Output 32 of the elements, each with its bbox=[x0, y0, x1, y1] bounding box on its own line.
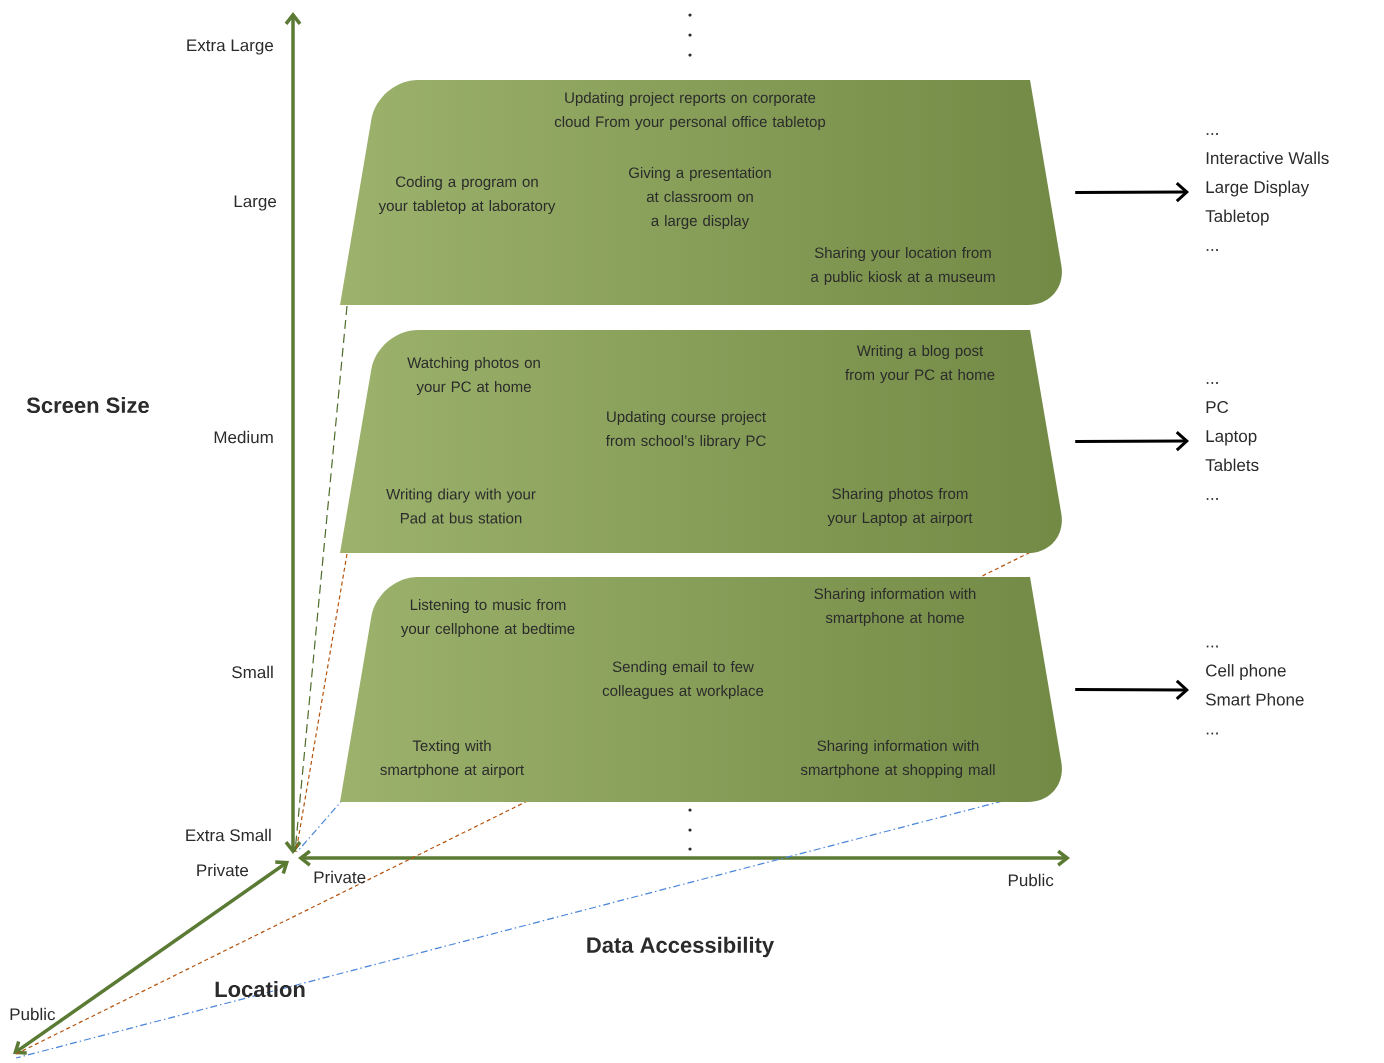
scenario-text: Updating course project from school’s library PC bbox=[605, 411, 766, 449]
arrow bbox=[1075, 431, 1190, 452]
axis-label: Medium bbox=[214, 430, 273, 444]
axis-label: Public bbox=[1008, 873, 1054, 887]
scenario-text: Coding a program on your tabletop at laboratory bbox=[378, 176, 556, 214]
scenario-text: Updating project reports on corporate cloud From your personal office tabletop bbox=[554, 92, 826, 130]
scenario-text: Sharing your location from a public kiosk at a museum bbox=[811, 247, 995, 285]
scenario-text: Writing a blog post from your PC at home bbox=[845, 345, 995, 383]
device-list: ... Cell phone Smart Phone ... bbox=[1206, 645, 1304, 735]
scenario-text: Sending email to few colleagues at workplace bbox=[602, 661, 764, 699]
scenario-text: Texting with smartphone at airport bbox=[380, 740, 524, 778]
scenario-text: Watching photos on your PC at home bbox=[407, 357, 540, 395]
axis-label: Private bbox=[197, 863, 249, 877]
scenario-text: Sharing photos from your Laptop at airport bbox=[827, 488, 973, 526]
axis-label: Extra Large bbox=[187, 39, 274, 55]
device-list: ... Interactive Walls Large Display Tabletop ... bbox=[1205, 133, 1329, 251]
scenario-text: Sharing information with smartphone at shopping mall bbox=[800, 740, 995, 778]
axis-label: Public bbox=[10, 1007, 56, 1021]
axis-label: Private bbox=[314, 870, 366, 884]
axis-label: Large bbox=[234, 195, 277, 211]
arrow bbox=[1075, 182, 1190, 203]
axis-label: Extra Small bbox=[186, 828, 271, 842]
axis-label: Small bbox=[232, 665, 273, 679]
device-list: ... PC Laptop Tablets ... bbox=[1205, 382, 1259, 500]
arrow bbox=[1075, 679, 1190, 701]
scenario-text: Giving a presentation at classroom on a large display bbox=[629, 167, 771, 229]
axis-title: Location bbox=[215, 980, 305, 998]
scenario-text: Writing diary with your Pad at bus station bbox=[386, 488, 536, 524]
scenario-text: Listening to music from your cellphone at bedtime bbox=[400, 599, 575, 637]
scenario-text: Sharing information with smartphone at home bbox=[814, 588, 976, 626]
axis-title: Screen Size bbox=[26, 396, 149, 414]
axis-title: Data Accessibility bbox=[587, 936, 774, 958]
